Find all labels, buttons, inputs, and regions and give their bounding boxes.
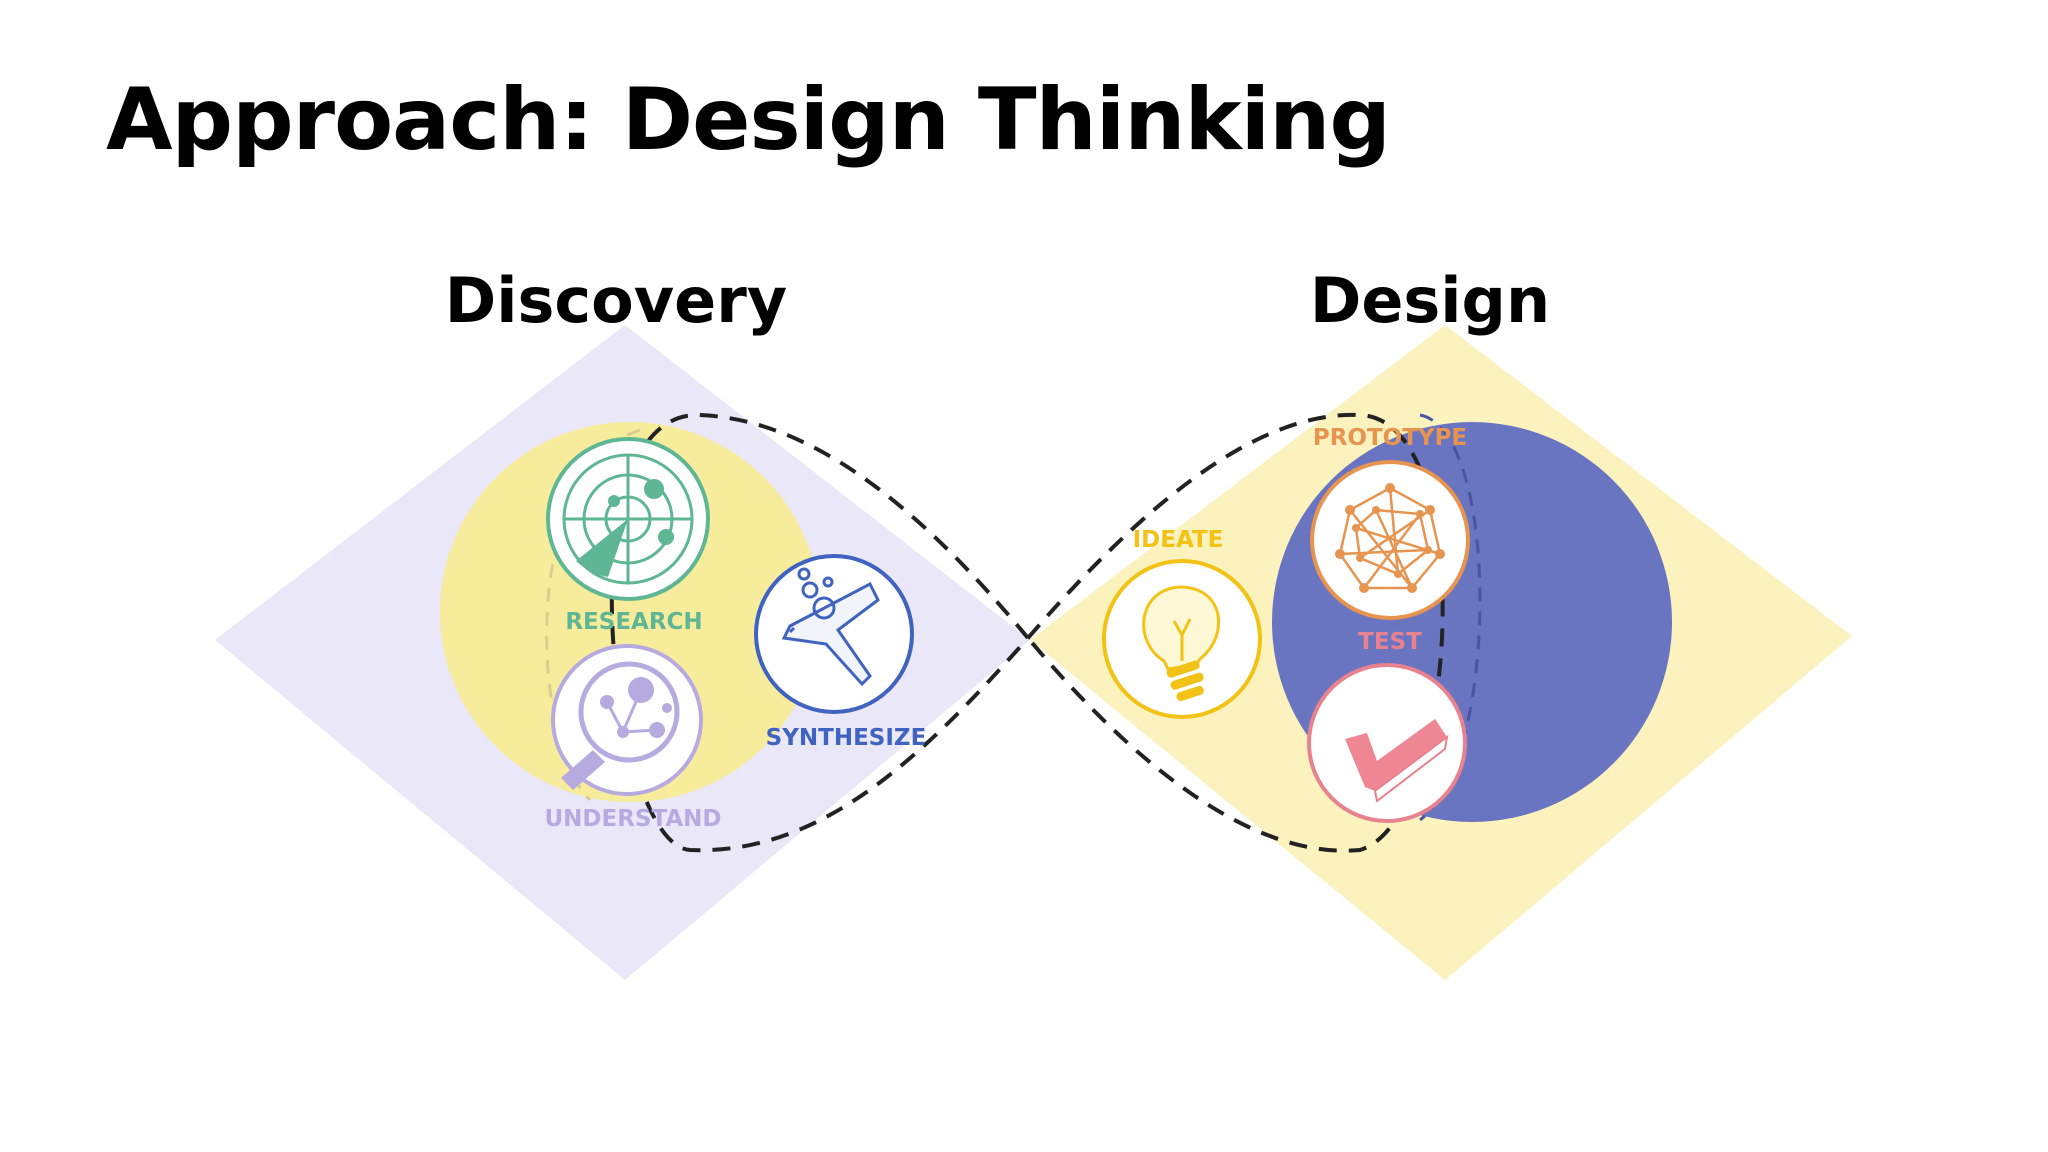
- magnifier-network-icon: [561, 661, 680, 790]
- lightbulb-icon: [1142, 585, 1221, 702]
- test-icon-group: [1307, 663, 1467, 823]
- checkmark-icon: [1345, 719, 1449, 803]
- understand-label: UNDERSTAND: [544, 806, 721, 832]
- ideate-label: IDEATE: [1133, 527, 1224, 553]
- understand-icon-group: [551, 644, 703, 796]
- prototype-icon-group: [1310, 460, 1470, 620]
- synthesize-label: SYNTHESIZE: [766, 725, 927, 751]
- discovery-title: Discovery: [445, 264, 787, 337]
- infinity-loop-path: [609, 412, 1445, 853]
- page-title: Approach: Design Thinking: [106, 70, 1391, 170]
- radar-icon: [562, 453, 694, 585]
- funnel-icon: [781, 567, 880, 687]
- synthesize-icon-group: [754, 554, 914, 714]
- discovery-circle: [440, 422, 820, 802]
- test-label: TEST: [1358, 629, 1422, 655]
- research-icon-group: [546, 437, 710, 601]
- design-title: Design: [1310, 264, 1550, 337]
- prototype-label: PROTOTYPE: [1313, 425, 1467, 451]
- research-label: RESEARCH: [565, 609, 702, 635]
- network-polygon-icon: [1335, 483, 1445, 593]
- ideate-icon-group: [1102, 559, 1262, 719]
